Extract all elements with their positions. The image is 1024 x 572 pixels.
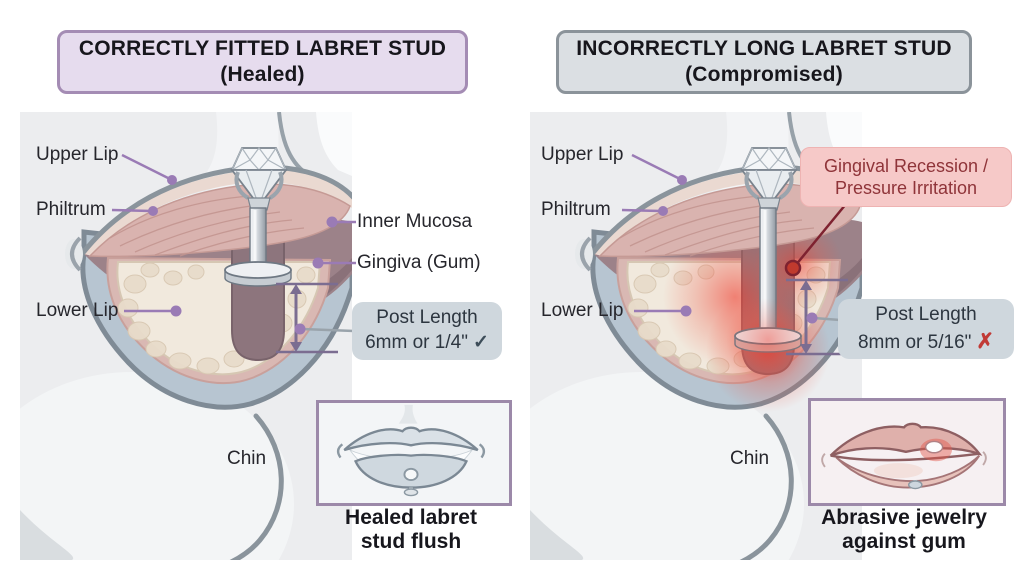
post-length-incorrect-line2-row: 8mm or 5/16"✗	[858, 328, 994, 356]
chin-silhouette	[530, 372, 804, 560]
label-upper-lip-left: Upper Lip	[36, 144, 119, 165]
prong-left	[744, 171, 760, 200]
gem-collar	[757, 197, 781, 211]
label-lower-lip-left: Lower Lip	[36, 300, 119, 321]
post-length-box-incorrect: Post Length 8mm or 5/16"✗	[838, 299, 1014, 359]
inset-abrasive-lips	[808, 398, 1006, 506]
chin-silhouette	[20, 372, 294, 560]
upper-lip-front	[343, 426, 479, 452]
prong-left	[234, 171, 250, 200]
mouth-corner-left	[821, 453, 826, 468]
labret-stud-incorrect	[726, 147, 810, 382]
warning-line2: Pressure Irritation	[834, 178, 978, 198]
lip-line	[830, 452, 980, 462]
prong-right	[778, 171, 794, 200]
face-highlight	[316, 112, 352, 176]
label-chin-right: Chin	[730, 448, 770, 469]
post-length-arrow	[786, 278, 848, 356]
post-length-correct-line2-row: 6mm or 1/4"✓	[365, 331, 489, 356]
upper-lip-skin	[594, 169, 862, 256]
title-box-correct: CORRECTLY FITTED LABRET STUD (Healed)	[57, 30, 468, 94]
label-lower-lip-right: Lower Lip	[541, 300, 624, 321]
label-upper-lip-right: Upper Lip	[541, 144, 624, 165]
title-correct-line1: CORRECTLY FITTED LABRET STUD	[78, 37, 447, 61]
abrasive-lips-illustration	[821, 422, 987, 490]
gem-pavilion	[230, 169, 288, 208]
label-inner-mucosa: Inner Mucosa	[357, 211, 473, 232]
warning-box-gingival-recession: Gingival Recession / Pressure Irritation	[800, 147, 1012, 207]
upper-lip-front	[829, 422, 983, 457]
chin-outline	[739, 413, 794, 560]
stud-disc-front	[403, 488, 419, 497]
jaw-shadow	[530, 510, 584, 560]
label-philtrum-right: Philtrum	[541, 199, 611, 220]
caption-healed: Healed labret stud flush	[316, 506, 506, 554]
label-gingiva: Gingiva (Gum)	[357, 252, 481, 273]
post-highlight	[763, 210, 767, 334]
gem-facets	[231, 147, 287, 171]
post-length-incorrect-value: 8mm or 5/16"	[857, 331, 972, 353]
gem-pavilion	[740, 169, 798, 208]
label-chin-left: Chin	[227, 448, 267, 469]
caption-healed-line2: stud flush	[360, 530, 462, 554]
gem-collar	[247, 197, 271, 211]
cross-section-incorrect	[530, 112, 862, 560]
post-length-box-correct: Post Length 6mm or 1/4"✓	[352, 302, 502, 360]
mouth-corner-right	[478, 443, 486, 459]
post-highlight	[253, 210, 257, 268]
prong-right	[268, 171, 284, 200]
post-length-correct-value: 6mm or 1/4"	[365, 332, 468, 353]
protruding-gem	[924, 440, 944, 454]
chin-outline	[229, 413, 284, 560]
warning-line1: Gingival Recession /	[823, 155, 989, 176]
label-philtrum-left: Philtrum	[36, 199, 106, 220]
inset-healed-lips	[316, 400, 512, 506]
post-length-correct-line1: Post Length	[376, 307, 478, 329]
stud-gem-front	[403, 467, 419, 482]
correct-fit-illustration	[20, 112, 352, 560]
post-length-incorrect-line1: Post Length	[875, 303, 977, 325]
gem-facets	[741, 147, 797, 171]
x-mark-icon: ✗	[976, 329, 994, 353]
lip-commissure	[70, 236, 82, 272]
lip-highlight	[873, 463, 923, 479]
philtrum-muscle	[88, 183, 351, 258]
lip-commissure	[580, 236, 592, 272]
philtrum-hint	[398, 404, 418, 424]
title-correct-line2: (Healed)	[220, 63, 305, 86]
mouth-corner-left	[336, 443, 344, 459]
healed-lips-illustration	[336, 404, 486, 497]
lower-lip-front	[835, 454, 981, 489]
caption-abrasive-line2: against gum	[842, 530, 966, 554]
jaw-shadow	[20, 510, 74, 560]
upper-lip-skin	[84, 169, 352, 256]
checkmark-icon: ✓	[472, 332, 489, 353]
title-incorrect-line2: (Compromised)	[685, 63, 843, 86]
caption-abrasive-line1: Abrasive jewelry	[821, 506, 987, 529]
title-incorrect-line1: INCORRECTLY LONG LABRET STUD	[576, 37, 952, 61]
incorrect-fit-illustration	[530, 112, 862, 560]
disc-irritation	[726, 298, 810, 382]
stud-disc-front	[908, 480, 923, 490]
mouth-corner-right	[982, 451, 987, 466]
stud-post	[249, 207, 267, 271]
stud-disc	[224, 261, 292, 279]
caption-healed-line1: Healed labret	[345, 506, 477, 529]
title-box-incorrect: INCORRECTLY LONG LABRET STUD (Compromise…	[556, 30, 972, 94]
post-length-arrow	[276, 282, 338, 354]
caption-abrasive: Abrasive jewelry against gum	[798, 506, 1010, 554]
labret-stud-correct	[224, 147, 292, 287]
cross-section-correct	[20, 112, 352, 560]
